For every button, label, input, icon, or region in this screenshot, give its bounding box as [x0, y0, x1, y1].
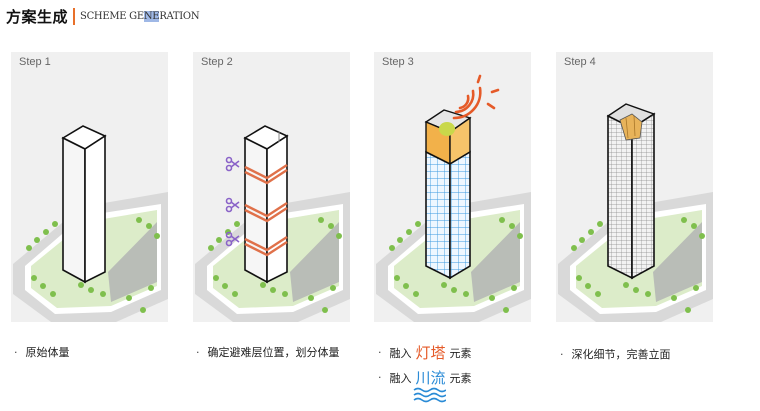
- step-2-label: Step 2: [201, 56, 233, 68]
- step-3-panel: Step 3: [374, 52, 531, 322]
- caption-step-3-lighthouse: ·融入灯塔元素: [378, 344, 472, 362]
- step-1-diagram: [13, 125, 168, 322]
- page-title: 方案生成: [6, 7, 69, 26]
- step-2-panel: Step 2: [193, 52, 350, 322]
- scissors-icon: [225, 197, 240, 213]
- scissors-icon: [225, 231, 240, 247]
- caption-step-2: ·确定避难层位置，划分体量: [196, 345, 340, 360]
- caption-step-1: ·原始体量: [14, 345, 70, 360]
- step-4-label: Step 4: [564, 56, 596, 68]
- section-header: 方案生成 SCHEME GENERATION: [6, 5, 200, 27]
- step-4-panel: Step 4: [556, 52, 713, 322]
- caption-step-4: ·深化细节，完善立面: [560, 347, 671, 362]
- step-2-diagram: [195, 125, 350, 322]
- signal-waves-icon: [452, 74, 500, 120]
- page-subtitle: SCHEME GENERATION: [80, 10, 200, 22]
- step-3-diagram: [376, 74, 531, 322]
- step-3-label: Step 3: [382, 56, 414, 68]
- step-4-diagram: [558, 103, 713, 322]
- caption-step-3-stream: ·融入川流元素: [378, 369, 472, 387]
- step-1-panel: Step 1: [11, 52, 168, 322]
- title-divider: [73, 7, 76, 25]
- step-1-label: Step 1: [19, 56, 51, 68]
- scissors-icon: [225, 156, 240, 172]
- water-waves-icon: [413, 387, 446, 403]
